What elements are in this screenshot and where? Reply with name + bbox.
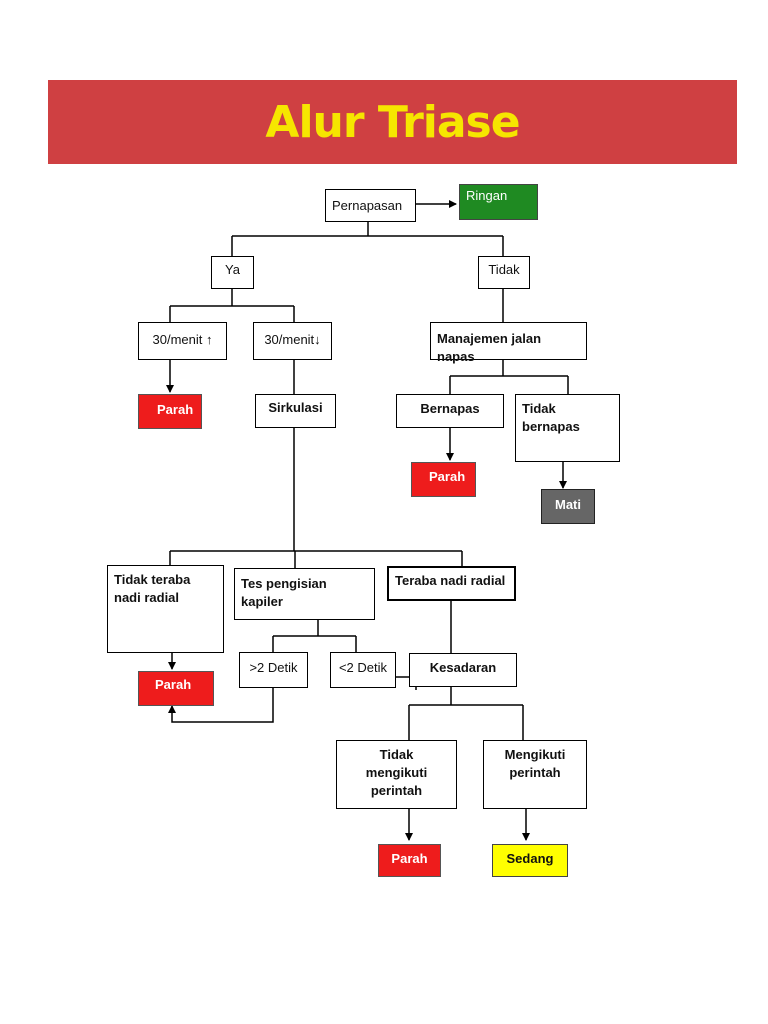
arrow-lebih-2-parah <box>168 688 274 723</box>
node-sirkulasi: Sirkulasi <box>255 394 336 428</box>
node-parah-4: Parah <box>378 844 441 877</box>
title-banner: Alur Triase <box>48 80 737 164</box>
node-ya: Ya <box>211 256 254 289</box>
node-teraba: Teraba nadi radial <box>387 566 516 601</box>
page-title: Alur Triase <box>265 96 520 148</box>
node-lebih-2: >2 Detik <box>239 652 308 688</box>
node-bernapas: Bernapas <box>396 394 504 428</box>
node-rr-high: 30/menit ↑ <box>138 322 227 360</box>
node-sedang: Sedang <box>492 844 568 877</box>
node-tidak: Tidak <box>478 256 530 289</box>
node-parah-3: Parah <box>138 671 214 706</box>
node-manajemen: Manajemen jalan napas <box>430 322 587 364</box>
node-mati: Mati <box>541 489 595 524</box>
node-tidak-mengikuti: Tidak mengikuti perintah <box>336 740 457 809</box>
node-pernapasan: Pernapasan <box>325 189 416 222</box>
node-mengikuti: Mengikuti perintah <box>483 740 587 809</box>
node-tidak-teraba: Tidak teraba nadi radial <box>107 565 224 653</box>
node-rr-low: 30/menit↓ <box>253 322 332 360</box>
node-ringan: Ringan <box>459 184 538 220</box>
node-kurang-2: <2 Detik <box>330 652 396 688</box>
node-kesadaran: Kesadaran <box>409 653 517 687</box>
node-parah-2: Parah <box>411 462 476 497</box>
node-tes-kapiler: Tes pengisian kapiler <box>234 568 375 620</box>
node-tidak-bernapas: Tidak bernapas <box>515 394 620 462</box>
node-parah-1: Parah <box>138 394 202 429</box>
